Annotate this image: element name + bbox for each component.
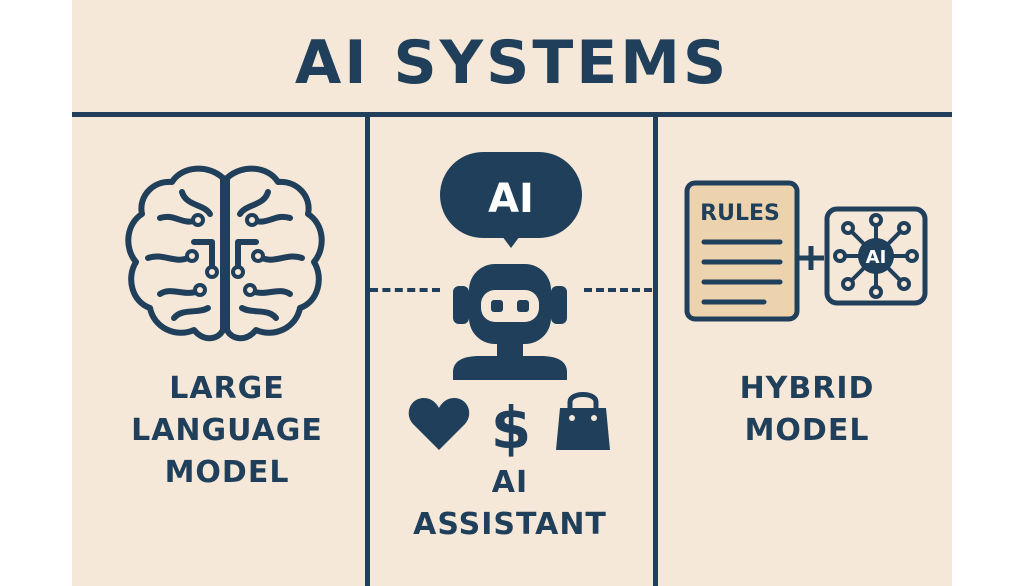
heart-icon xyxy=(408,398,470,450)
diagram-panel: AI SYSTEMS xyxy=(72,0,952,586)
column-divider-2 xyxy=(653,114,658,586)
ai-network-icon: AI xyxy=(824,206,928,306)
llm-label-line-2: LANGUAGE xyxy=(131,413,323,448)
diagram-title: AI SYSTEMS xyxy=(294,28,730,98)
header-divider xyxy=(72,112,952,117)
dashed-connector-right xyxy=(584,288,652,292)
column-label-hybrid-model: HYBRID MODEL xyxy=(682,368,932,452)
hybrid-label-line-1: HYBRID xyxy=(739,371,875,406)
brain-circuit-icon xyxy=(125,165,325,342)
network-ai-text: AI xyxy=(866,247,887,268)
dollar-sign-text: $ xyxy=(491,394,531,462)
llm-label-line-3: MODEL xyxy=(164,455,290,490)
rules-document-icon: RULES xyxy=(684,180,800,322)
rules-text: RULES xyxy=(700,201,780,226)
dashed-connector-left xyxy=(370,288,440,292)
hybrid-connector xyxy=(798,246,824,270)
assistant-label-line-1: AI xyxy=(491,465,529,500)
column-divider-1 xyxy=(365,114,370,586)
llm-label-line-1: LARGE xyxy=(169,371,285,406)
hybrid-label-line-2: MODEL xyxy=(744,413,870,448)
dollar-icon: $ xyxy=(491,394,531,462)
ai-speech-bubble-icon: AI xyxy=(440,152,582,248)
column-label-ai-assistant: AI ASSISTANT xyxy=(390,462,630,546)
robot-icon xyxy=(453,264,567,380)
bubble-ai-text: AI xyxy=(488,176,534,222)
shopping-bag-icon xyxy=(556,392,610,450)
column-label-llm: LARGE LANGUAGE MODEL xyxy=(112,368,342,494)
assistant-label-line-2: ASSISTANT xyxy=(413,507,607,542)
